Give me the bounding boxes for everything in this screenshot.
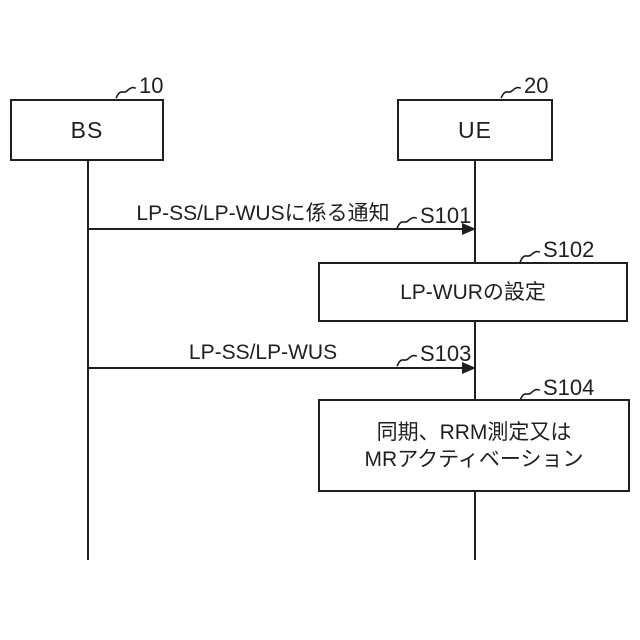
action-box-s104: 同期、RRM測定又は MRアクティベーション bbox=[318, 399, 630, 492]
ref-number: 20 bbox=[524, 73, 549, 98]
ref-number: 10 bbox=[139, 73, 164, 98]
ref-number: S101 bbox=[420, 203, 472, 228]
message-arrow-line-s103 bbox=[88, 367, 464, 369]
arrowhead-right-icon bbox=[462, 362, 476, 374]
ref-label-s104: S104 bbox=[517, 376, 594, 402]
entity-box-bs: BS bbox=[10, 99, 164, 161]
ref-label-s102: S102 bbox=[517, 238, 594, 264]
leader-squiggle-icon bbox=[519, 250, 541, 263]
ref-number: S104 bbox=[543, 375, 595, 400]
ref-label-10: 10 bbox=[113, 74, 163, 100]
leader-squiggle-icon bbox=[396, 354, 418, 367]
action-label-s104: 同期、RRM測定又は MRアクティベーション bbox=[364, 420, 584, 471]
ref-label-s103: S103 bbox=[394, 342, 471, 368]
ref-label-s101: S101 bbox=[394, 204, 471, 230]
message-label-s103: LP-SS/LP-WUS bbox=[188, 341, 338, 364]
ref-number: S102 bbox=[543, 237, 595, 262]
lifeline-ue bbox=[474, 160, 476, 560]
lifeline-bs bbox=[87, 161, 89, 560]
leader-squiggle-icon bbox=[519, 388, 541, 401]
entity-box-ue: UE bbox=[397, 99, 553, 161]
message-label-s101: LP-SS/LP-WUSに係る通知 bbox=[136, 202, 390, 225]
leader-squiggle-icon bbox=[500, 86, 522, 99]
ref-label-20: 20 bbox=[498, 74, 548, 100]
leader-squiggle-icon bbox=[115, 86, 137, 99]
message-arrow-line-s101 bbox=[88, 228, 464, 230]
entity-label-bs: BS bbox=[70, 116, 104, 143]
arrowhead-right-icon bbox=[462, 223, 476, 235]
action-box-s102: LP-WURの設定 bbox=[318, 262, 628, 322]
entity-label-ue: UE bbox=[458, 116, 492, 143]
ref-number: S103 bbox=[420, 341, 472, 366]
action-label-s102: LP-WURの設定 bbox=[400, 280, 546, 304]
leader-squiggle-icon bbox=[396, 216, 418, 229]
